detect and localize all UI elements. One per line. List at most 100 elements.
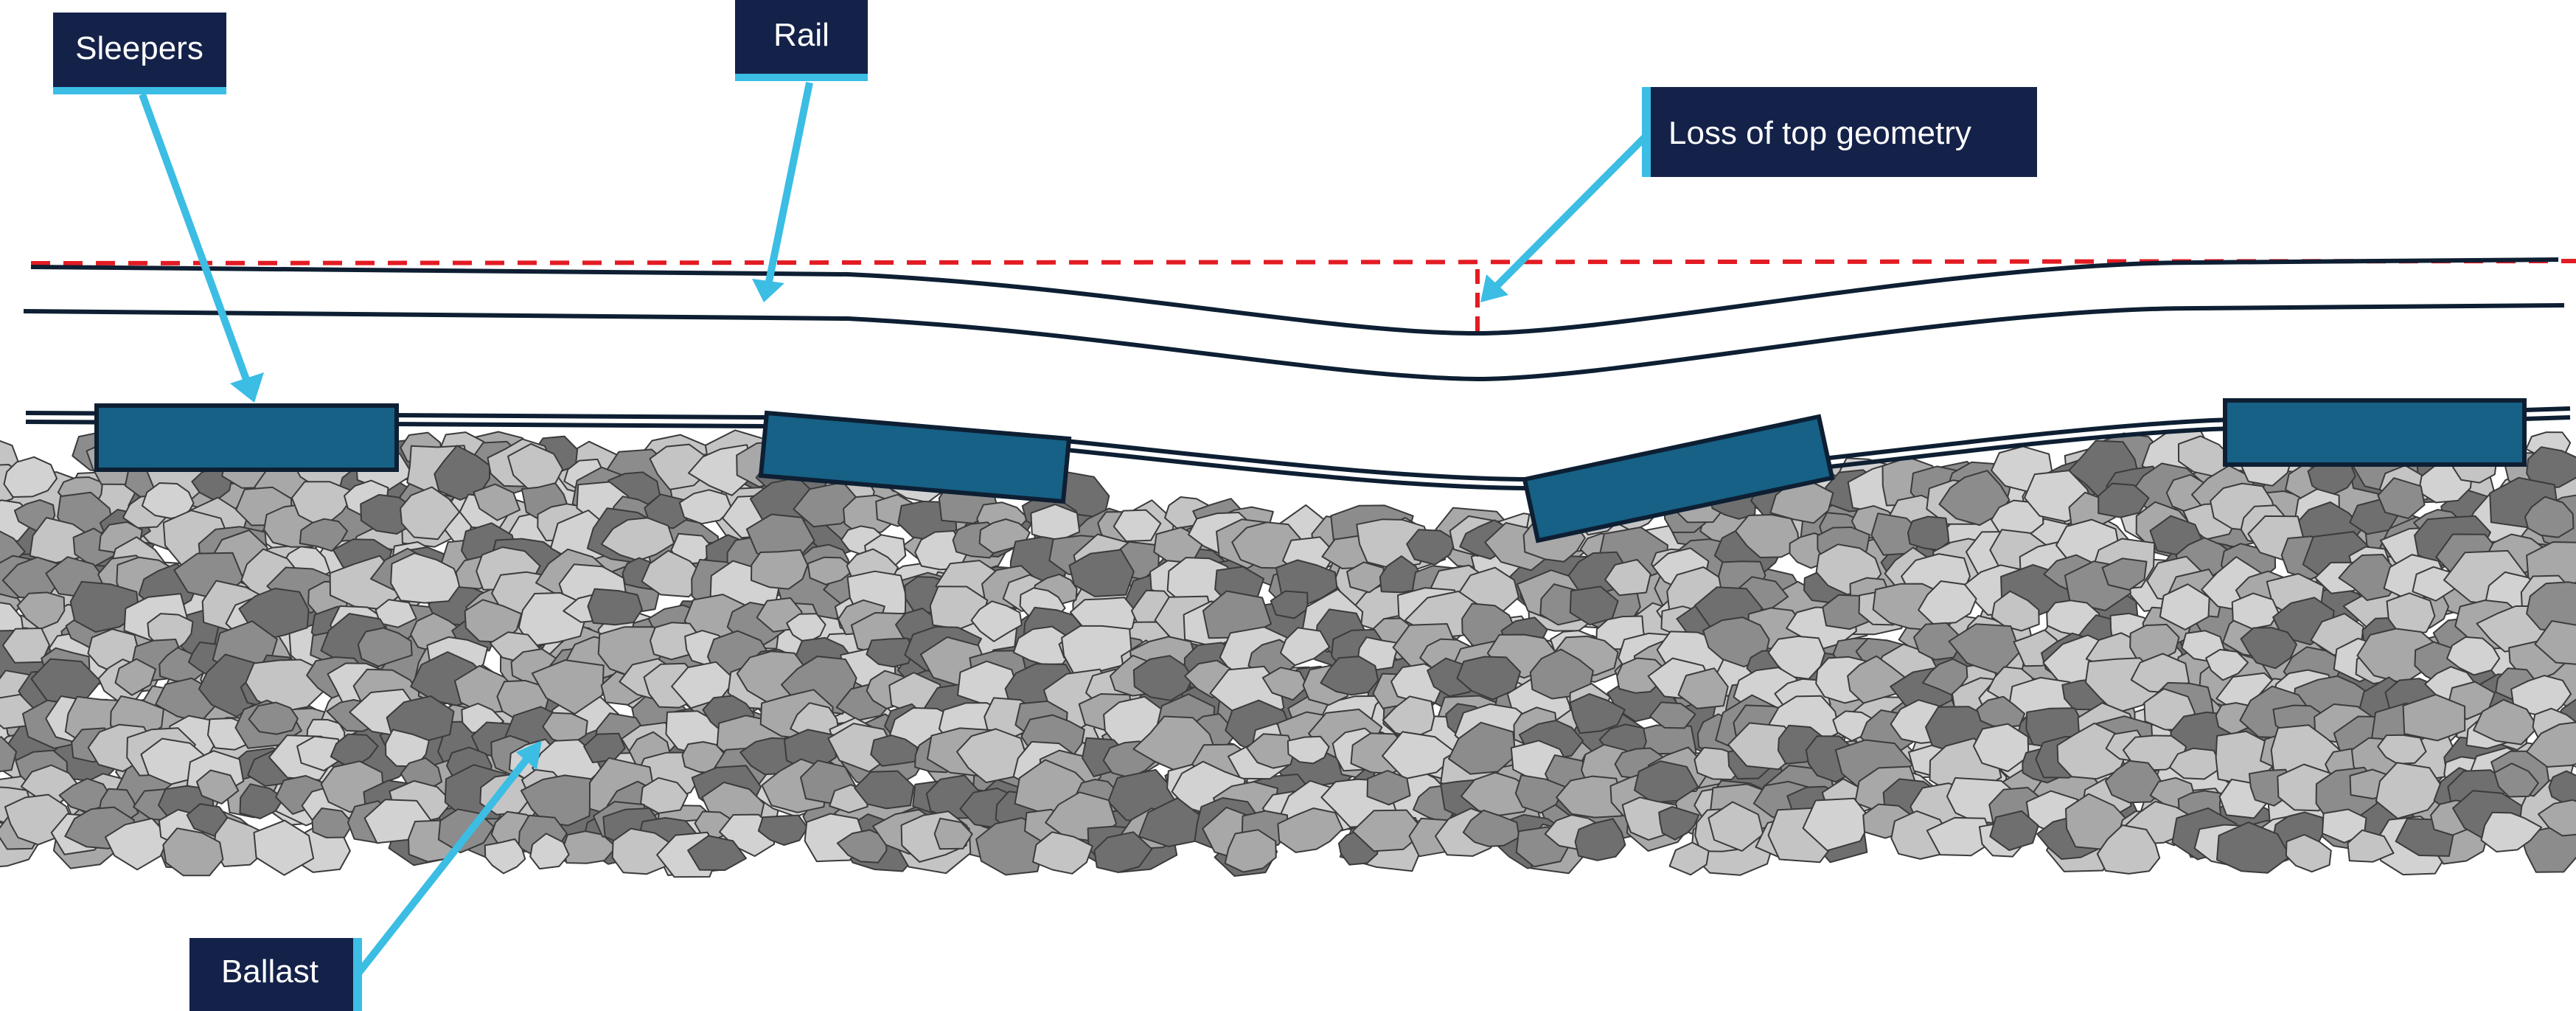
ballast-stone <box>1847 655 1905 704</box>
sleeper <box>2223 398 2527 467</box>
arrowhead <box>516 740 542 770</box>
ballast-stone <box>2524 496 2575 538</box>
ballast-stone <box>1922 658 1968 696</box>
ballast-stone <box>1658 806 1700 841</box>
ballast-stone <box>290 481 357 529</box>
sleeper <box>1522 414 1835 543</box>
ballast-stone <box>2231 592 2280 630</box>
ballast-stone <box>687 835 747 871</box>
ballast-stone <box>807 556 856 586</box>
ballast-stone <box>1261 667 1309 701</box>
ballast-stone <box>1574 818 1626 861</box>
ballast-stone <box>1569 586 1619 626</box>
ballast-stone <box>253 819 315 876</box>
ballast-stone <box>1202 590 1272 639</box>
ballast-stone <box>529 833 570 870</box>
ballast-stone <box>870 734 919 767</box>
ballast-stone <box>311 807 354 838</box>
ballast-stone <box>2216 821 2291 874</box>
ballast-stone <box>1634 760 1699 804</box>
ballast-stone <box>1569 693 1626 734</box>
ballast-stone <box>2473 698 2539 746</box>
rail-label: Rail <box>773 17 829 53</box>
sleepers-callout-arrow <box>139 93 251 385</box>
ballast-stone <box>1366 770 1411 806</box>
ballast-stone <box>248 701 299 735</box>
ballast-stone <box>1649 701 1696 729</box>
ballast-stone <box>2526 721 2576 768</box>
ballast-stone <box>400 486 461 541</box>
ballast-stone <box>1989 810 2039 851</box>
ballast-stone <box>114 658 157 696</box>
ballast-stone <box>970 600 1023 642</box>
sleepers-label-accent <box>53 87 226 94</box>
ballast-stone <box>239 783 285 819</box>
sleeper <box>758 410 1072 504</box>
ballast-label-accent <box>353 938 362 1011</box>
ballast-stone <box>385 729 430 768</box>
ballast-stone <box>786 613 826 645</box>
ballast-stone <box>245 659 326 713</box>
ballast-stone <box>16 591 66 630</box>
ballast-stone <box>2347 829 2395 863</box>
ballast-stone <box>1529 648 1594 700</box>
ballast-stone <box>2322 808 2367 844</box>
rail-label-accent <box>735 74 868 81</box>
sleepers-label-box <box>53 13 226 91</box>
ballast-stone <box>104 817 170 871</box>
ballast-stone <box>587 588 643 626</box>
ballast-label-box <box>189 938 361 1011</box>
geometry-callout-arrow <box>1494 133 1649 289</box>
ballast-stone <box>531 659 605 715</box>
ballast-stone <box>2446 636 2501 676</box>
ballast-stone <box>757 814 809 846</box>
ballast-stone <box>1769 482 1834 524</box>
ballast-stone <box>357 627 413 667</box>
ballast-stone <box>1277 807 1343 853</box>
sleeper <box>94 403 399 472</box>
ballast-stone <box>2098 482 2150 518</box>
ballast-stone <box>2159 583 2210 630</box>
ballast-stone <box>2534 620 2576 665</box>
loss-of-top-geometry-label-accent <box>1642 87 1651 177</box>
arrowhead <box>230 372 264 403</box>
ballast-stone <box>1287 735 1330 765</box>
ballast-stone <box>836 829 888 864</box>
ballast-stone <box>484 838 526 875</box>
ballast-stone <box>583 732 626 763</box>
ballast-stone <box>1907 515 1950 551</box>
ballast-stone <box>1061 625 1132 675</box>
ballast-stone <box>1702 616 1770 668</box>
ballast-stone <box>1382 695 1435 738</box>
ballast-stone <box>1231 521 1301 569</box>
ballast-stone <box>299 518 349 552</box>
ballast-stone <box>1 628 50 664</box>
ballast-stone <box>2129 623 2180 663</box>
ballast-stone <box>1093 831 1153 873</box>
ballast-bed <box>0 427 2576 878</box>
ballast-stone <box>69 580 140 633</box>
ballast-stone <box>1708 801 1764 852</box>
arrowhead <box>1480 274 1508 302</box>
ballast-stone <box>854 770 915 810</box>
ballast-stone <box>2205 648 2249 681</box>
rail-callout-arrow <box>765 82 813 282</box>
ballast-stone <box>1456 656 1521 701</box>
ballast-stone <box>2493 762 2539 798</box>
ballast-callout-arrow <box>355 757 529 976</box>
ballast-stone <box>1668 841 1710 876</box>
ballast-stone <box>1604 558 1651 597</box>
ballast-stone <box>611 827 675 875</box>
ballast-stone <box>1802 797 1873 852</box>
ballast-stone <box>2056 722 2128 780</box>
ballast-stone <box>2096 824 2161 875</box>
ballast-stone <box>1351 809 1426 852</box>
ballast-stone <box>1068 549 1135 597</box>
ballast-stone <box>641 549 707 598</box>
ballast-stone <box>600 517 675 562</box>
arrowhead <box>752 279 784 302</box>
ballast-stone <box>3 456 58 498</box>
ballast-stone <box>2377 477 2426 519</box>
ballast-stone <box>751 549 809 590</box>
rail-line-upper <box>30 257 2559 336</box>
